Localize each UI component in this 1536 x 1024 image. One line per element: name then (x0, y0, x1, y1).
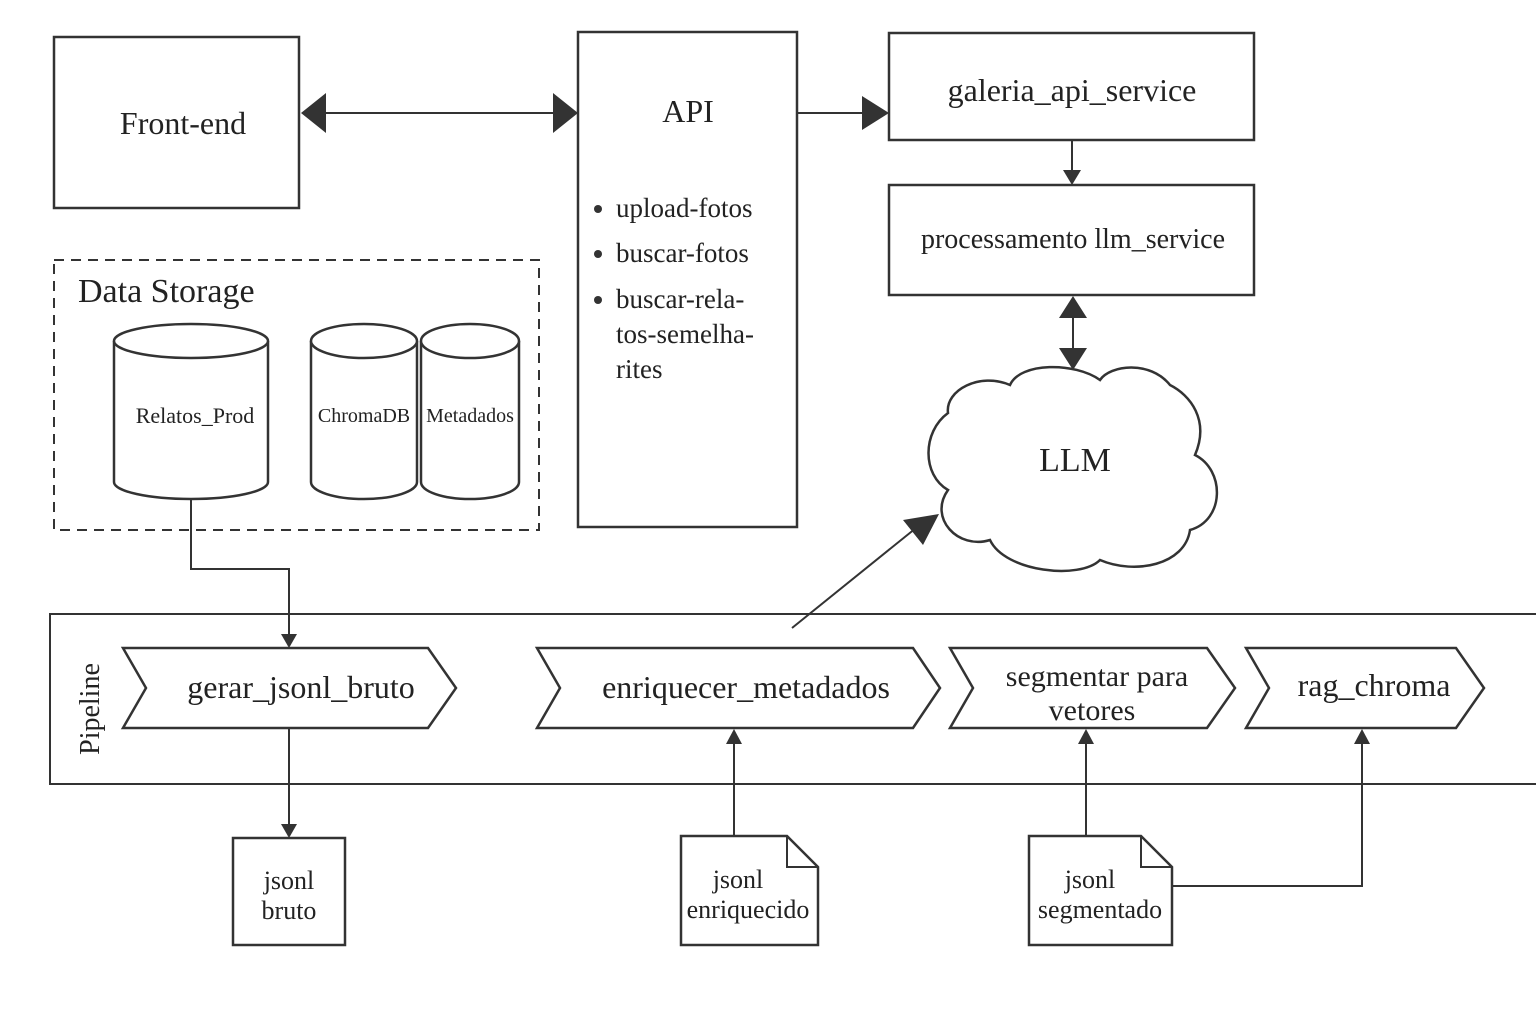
step-gerar-jsonl-bruto-label: gerar_jsonl_bruto (187, 669, 415, 705)
frontend-box: Front-end (52, 35, 301, 210)
processamento-llm-service-label: processamento llm_service (921, 224, 1225, 255)
bullet-icon (594, 250, 602, 258)
pipeline-step-gerar-jsonl-bruto: gerar_jsonl_bruto (120, 646, 458, 730)
file-jsonl-enriquecido: jsonl enriquecido (679, 834, 820, 947)
processamento-llm-arrow (1059, 296, 1087, 370)
frontend-api-arrow (301, 93, 578, 133)
database-icon: Metadados (419, 322, 521, 501)
file-jsonl-bruto: jsonl bruto (231, 836, 347, 947)
step-segmentar-line2: vetores (1049, 694, 1136, 727)
data-storage-title: Data Storage (78, 273, 255, 310)
api-item-buscar-relatos-line1: buscar-rela- (616, 284, 744, 314)
step-enriquecer-metadados-label: enriquecer_metadados (602, 669, 890, 705)
pipeline-llm-arrow (791, 514, 939, 629)
relatos-pipeline-connector (190, 499, 297, 648)
api-box: API upload-fotos buscar-fotos buscar-rel… (576, 30, 799, 529)
api-galeria-arrow (797, 96, 889, 130)
processamento-llm-service-box: processamento llm_service (887, 183, 1256, 297)
file-jsonl-segmentado-line1: jsonl (1064, 865, 1116, 894)
bullet-icon (594, 205, 602, 213)
api-item-buscar-relatos-line3: rites (616, 354, 663, 384)
pipeline-step-enriquecer-metadados: enriquecer_metadados (534, 646, 942, 730)
data-storage-group: Data Storage Relatos_Prod ChromaDB Metad… (53, 259, 540, 531)
file-jsonl-segmentado: jsonl segmentado (1027, 834, 1174, 947)
galeria-api-service-label: galeria_api_service (948, 72, 1197, 108)
file-jsonl-enriquecido-line2: enriquecido (687, 895, 810, 924)
database-chromadb-label: ChromaDB (318, 405, 410, 427)
pipeline-container: Pipeline (49, 613, 1536, 785)
llm-label: LLM (1039, 442, 1111, 479)
database-metadados-label: Metadados (426, 405, 514, 427)
bullet-icon (594, 296, 602, 304)
pipeline-step-rag-chroma: rag_chroma (1243, 646, 1486, 730)
file-jsonl-bruto-line2: bruto (262, 896, 317, 925)
api-item-upload-fotos: upload-fotos (616, 193, 752, 223)
api-title: API (662, 93, 714, 129)
file-jsonl-enriquecido-line1: jsonl (712, 865, 764, 894)
galeria-processamento-arrow (1063, 140, 1081, 185)
file-input-arrow (1078, 729, 1094, 836)
pipeline-step-segmentar-para-vetores: segmentar para vetores (947, 646, 1237, 730)
step-output-arrow (281, 729, 297, 838)
api-item-buscar-relatos-line2: tos-semelha- (616, 319, 754, 349)
database-icon: ChromaDB (309, 322, 419, 501)
galeria-api-service-box: galeria_api_service (887, 31, 1256, 142)
file-rag-arrow (1172, 729, 1370, 887)
step-rag-chroma-label: rag_chroma (1298, 667, 1451, 703)
llm-cloud: LLM (927, 365, 1219, 573)
step-segmentar-line1: segmentar para (1006, 660, 1188, 693)
file-jsonl-segmentado-line2: segmentado (1038, 895, 1162, 924)
frontend-label: Front-end (120, 105, 246, 141)
file-jsonl-bruto-line1: jsonl (263, 866, 315, 895)
file-input-arrow (726, 729, 742, 836)
database-icon: Relatos_Prod (112, 322, 270, 501)
database-relatos-prod-label: Relatos_Prod (136, 403, 255, 428)
api-item-buscar-fotos: buscar-fotos (616, 238, 749, 268)
pipeline-label: Pipeline (75, 663, 106, 755)
